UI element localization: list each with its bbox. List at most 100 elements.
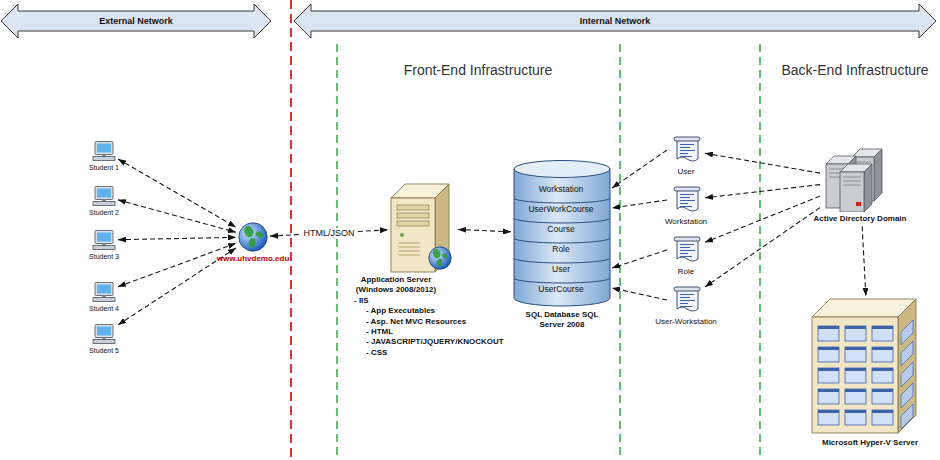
scroll-icon-part xyxy=(677,289,698,311)
application-server: Application Server (Windows 2008/2012)- … xyxy=(342,183,542,358)
dashed-connector xyxy=(458,230,511,232)
scroll-icon-part xyxy=(674,137,700,141)
cylinder-icon-part xyxy=(514,278,610,283)
cylinder-icon-part xyxy=(514,218,610,223)
ad-icon-part xyxy=(864,164,872,212)
hyperv-icon-part xyxy=(901,404,913,429)
node-label: Student 5 xyxy=(89,346,119,355)
node-label: SQL Database SQL Server 2008 xyxy=(521,310,603,331)
dashed-connector xyxy=(612,250,667,268)
cylinder-icon-part xyxy=(514,258,610,263)
pc-icon xyxy=(92,282,116,302)
node-label: Role xyxy=(552,238,569,260)
scroll-icon-part xyxy=(680,194,694,195)
hyperv-icon-part xyxy=(845,326,866,341)
scroll-icon-part xyxy=(680,206,692,207)
dashed-connector xyxy=(612,288,667,300)
pc-icon-part xyxy=(97,144,111,153)
node-label: Student 4 xyxy=(89,304,119,313)
scroll-icon-part xyxy=(680,250,695,251)
scroll-icon xyxy=(669,135,703,165)
scroll-icon-part xyxy=(680,200,695,201)
node-label: - Asp. Net MVC Resources xyxy=(366,317,466,327)
hyperv-icon-part xyxy=(845,410,866,425)
pc-icon-part xyxy=(93,298,115,302)
pc-icon-part xyxy=(95,325,113,338)
hyperv-icon-part xyxy=(818,326,839,341)
dashed-connector xyxy=(612,200,667,208)
zone-heading: Internal Network xyxy=(580,3,651,39)
globe-icon-part xyxy=(239,223,267,251)
hyperv-icon-part xyxy=(818,347,839,350)
server-icon-part xyxy=(398,247,420,248)
hyperv-icon-part xyxy=(818,368,839,371)
server-icon-part xyxy=(398,255,420,256)
cylinder-icon-part xyxy=(514,161,610,178)
zone-divider-line xyxy=(336,44,338,460)
scroll-icon-part xyxy=(677,189,698,211)
node-label: www.uhvdemo.edu xyxy=(217,254,290,264)
connector-label: HTML/JSON xyxy=(301,228,356,239)
node-label: UserWorkCourse xyxy=(528,198,593,220)
pc-icon-part xyxy=(97,233,111,242)
globe-icon-part xyxy=(248,237,257,248)
hyperv-icon-part xyxy=(818,347,839,362)
server-icon-part xyxy=(429,247,451,269)
server-icon-part xyxy=(398,251,420,252)
double-arrow-shape xyxy=(1,4,271,38)
hyperv-icon-part xyxy=(872,389,893,404)
hyperv-icon-part xyxy=(872,347,893,362)
ad-icon-part xyxy=(843,177,861,178)
node-label: UserCourse xyxy=(538,278,583,300)
scroll-icon-part xyxy=(680,294,694,295)
node-label: - IIS xyxy=(354,296,369,306)
hyperv-icon-part xyxy=(845,389,866,404)
server-icon-part xyxy=(397,205,429,210)
server-icon-part xyxy=(432,248,442,259)
hyperv-icon-part xyxy=(898,299,916,433)
pc-icon-part xyxy=(95,283,113,296)
hyperv-icon-part xyxy=(872,368,893,371)
zone-divider-line xyxy=(619,44,621,460)
hyperv-icon-part xyxy=(845,347,866,362)
database-table: UserWorkCourse xyxy=(512,198,610,218)
sql-database: WorkstationUserWorkCourseCourseRoleUserU… xyxy=(512,160,612,331)
scroll-icon xyxy=(669,235,703,265)
hyperv-icon-part xyxy=(901,362,913,387)
node-label: Student 1 xyxy=(89,163,119,172)
student-computer: Student 1 xyxy=(82,141,126,172)
hyperv-icon-part xyxy=(818,326,839,329)
hyperv-icon-part xyxy=(845,410,866,413)
server-icon-part xyxy=(441,253,449,260)
hyperv-icon-part xyxy=(901,383,913,408)
scroll-icon-part xyxy=(680,247,690,248)
zone-heading: External Network xyxy=(99,3,173,39)
pc-icon-part xyxy=(93,157,115,161)
database-table: UserCourse xyxy=(512,278,610,298)
scroll-icon-part xyxy=(674,187,700,191)
pc-icon-part xyxy=(93,246,115,250)
node-label: - CSS xyxy=(366,348,387,358)
scroll-icon-part xyxy=(680,150,695,151)
hyperv-icon-part xyxy=(845,389,866,392)
pc-icon xyxy=(92,324,116,344)
scroll-icon-part xyxy=(680,303,688,304)
pc-icon-part xyxy=(97,285,111,294)
node-label: Course xyxy=(547,218,574,240)
node-label: Workstation xyxy=(539,178,584,200)
ad-icon-part xyxy=(856,202,861,206)
hyperv-icon-part xyxy=(818,368,839,383)
node-label: User xyxy=(552,258,570,280)
student-computer: Student 3 xyxy=(82,230,126,261)
zone-title: Front-End Infrastructure xyxy=(404,62,553,78)
hyperv-icon-part xyxy=(901,341,913,366)
node-label: - HTML xyxy=(366,327,393,337)
scroll-icon-part xyxy=(680,197,690,198)
table-sync-script: Workstation xyxy=(656,185,716,227)
dashed-connector xyxy=(705,153,820,173)
node-label: Workstation xyxy=(665,217,707,227)
table-sync-script: User-Workstation xyxy=(653,285,719,327)
hyperv-icon-part xyxy=(872,368,893,383)
cylinder-icon-part xyxy=(514,169,610,306)
node-label: - App Executables xyxy=(366,306,435,316)
